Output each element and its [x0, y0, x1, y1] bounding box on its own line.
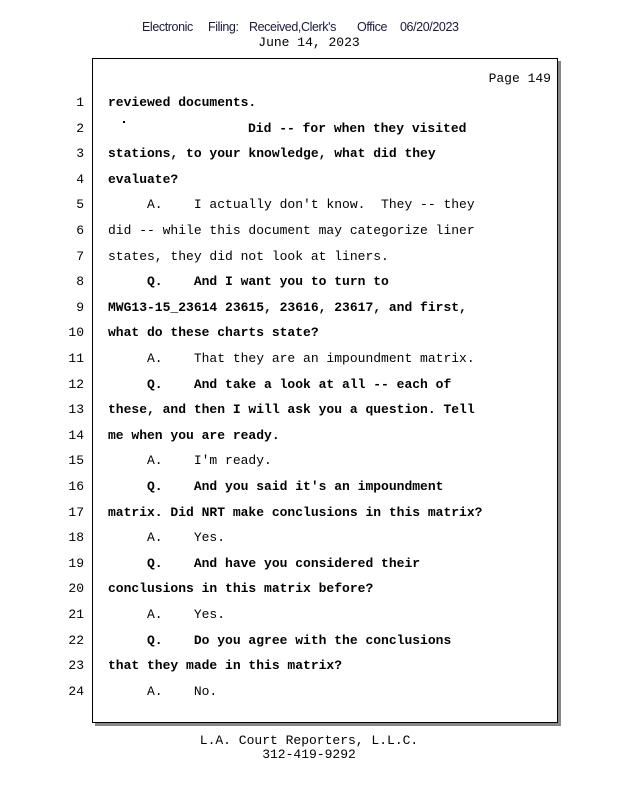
stray-mark — [123, 121, 125, 123]
transcript-line: did -- while this document may categoriz… — [108, 223, 475, 238]
transcript-line: A. I actually don't know. They -- they — [108, 197, 475, 213]
transcript-line: Q. And you said it's an impoundment — [108, 479, 444, 494]
page-number: Page 149 — [488, 71, 551, 86]
transcript-line: conclusions in this matrix before? — [108, 581, 374, 597]
line-number: 2 — [76, 120, 84, 136]
transcript-line: what do these charts state? — [108, 325, 319, 341]
line-number: 20 — [68, 581, 84, 597]
line-number: 7 — [76, 248, 84, 264]
line-number: 22 — [68, 632, 84, 648]
transcript-line: stations, to your knowledge, what did th… — [108, 146, 436, 162]
line-number: 5 — [76, 197, 84, 213]
line-number: 18 — [68, 530, 84, 546]
line-number: 21 — [68, 607, 84, 622]
transcript-line: matrix. Did NRT make conclusions in this… — [108, 504, 483, 520]
reporter-phone: 312-419-9292 — [262, 747, 356, 762]
line-number: 16 — [68, 479, 84, 494]
transcript-line: Q. Do you agree with the conclusions — [108, 632, 452, 648]
transcript-line: A. Yes. — [108, 607, 226, 622]
line-number: 3 — [76, 146, 84, 162]
deposition-date: June 14, 2023 — [258, 35, 360, 50]
line-number: 1 — [76, 95, 84, 110]
transcript-line: Q. And I want you to turn to — [108, 274, 389, 290]
transcript-line: MWG13-15_23614 23615, 23616, 23617, and … — [108, 299, 467, 315]
line-number: 8 — [76, 274, 84, 290]
transcript-line: A. That they are an impoundment matrix. — [108, 351, 475, 366]
transcript-line: reviewed documents. — [108, 95, 257, 110]
line-number: 23 — [68, 658, 84, 674]
line-number: 11 — [68, 351, 84, 366]
transcript-line: that they made in this matrix? — [108, 658, 343, 674]
line-number: 4 — [76, 171, 84, 187]
filing-word: Electronic — [142, 20, 193, 34]
transcript-line: these, and then I will ask you a questio… — [108, 402, 475, 418]
line-number: 17 — [68, 504, 84, 520]
line-number: 24 — [68, 683, 84, 699]
transcript-line: me when you are ready. — [108, 427, 280, 443]
filing-word: Office — [357, 20, 388, 34]
transcript-line: A. I'm ready. — [108, 453, 272, 469]
transcript-line: Did -- for when they visited — [248, 120, 467, 136]
transcript-line: Q. And take a look at all -- each of — [108, 376, 452, 392]
line-number: 10 — [68, 325, 84, 341]
line-number: 6 — [76, 223, 84, 238]
transcript-line: A. No. — [108, 683, 218, 699]
line-number: 12 — [68, 376, 84, 392]
transcript-line: states, they did not look at liners. — [108, 248, 389, 264]
transcript-page: Page 149 — [92, 58, 558, 723]
line-number: 9 — [76, 299, 84, 315]
line-number: 13 — [68, 402, 84, 418]
transcript-line: evaluate? — [108, 171, 179, 187]
reporter-company: L.A. Court Reporters, L.L.C. — [199, 733, 419, 748]
filing-word: Received,Clerk's — [249, 20, 336, 34]
transcript-line: A. Yes. — [108, 530, 226, 546]
filing-word: Filing: — [208, 20, 239, 34]
transcript-line: Q. And have you considered their — [108, 555, 421, 571]
line-number: 15 — [68, 453, 84, 469]
filing-date: 06/20/2023 — [400, 20, 459, 34]
line-number: 19 — [68, 555, 84, 571]
line-number: 14 — [68, 427, 84, 443]
